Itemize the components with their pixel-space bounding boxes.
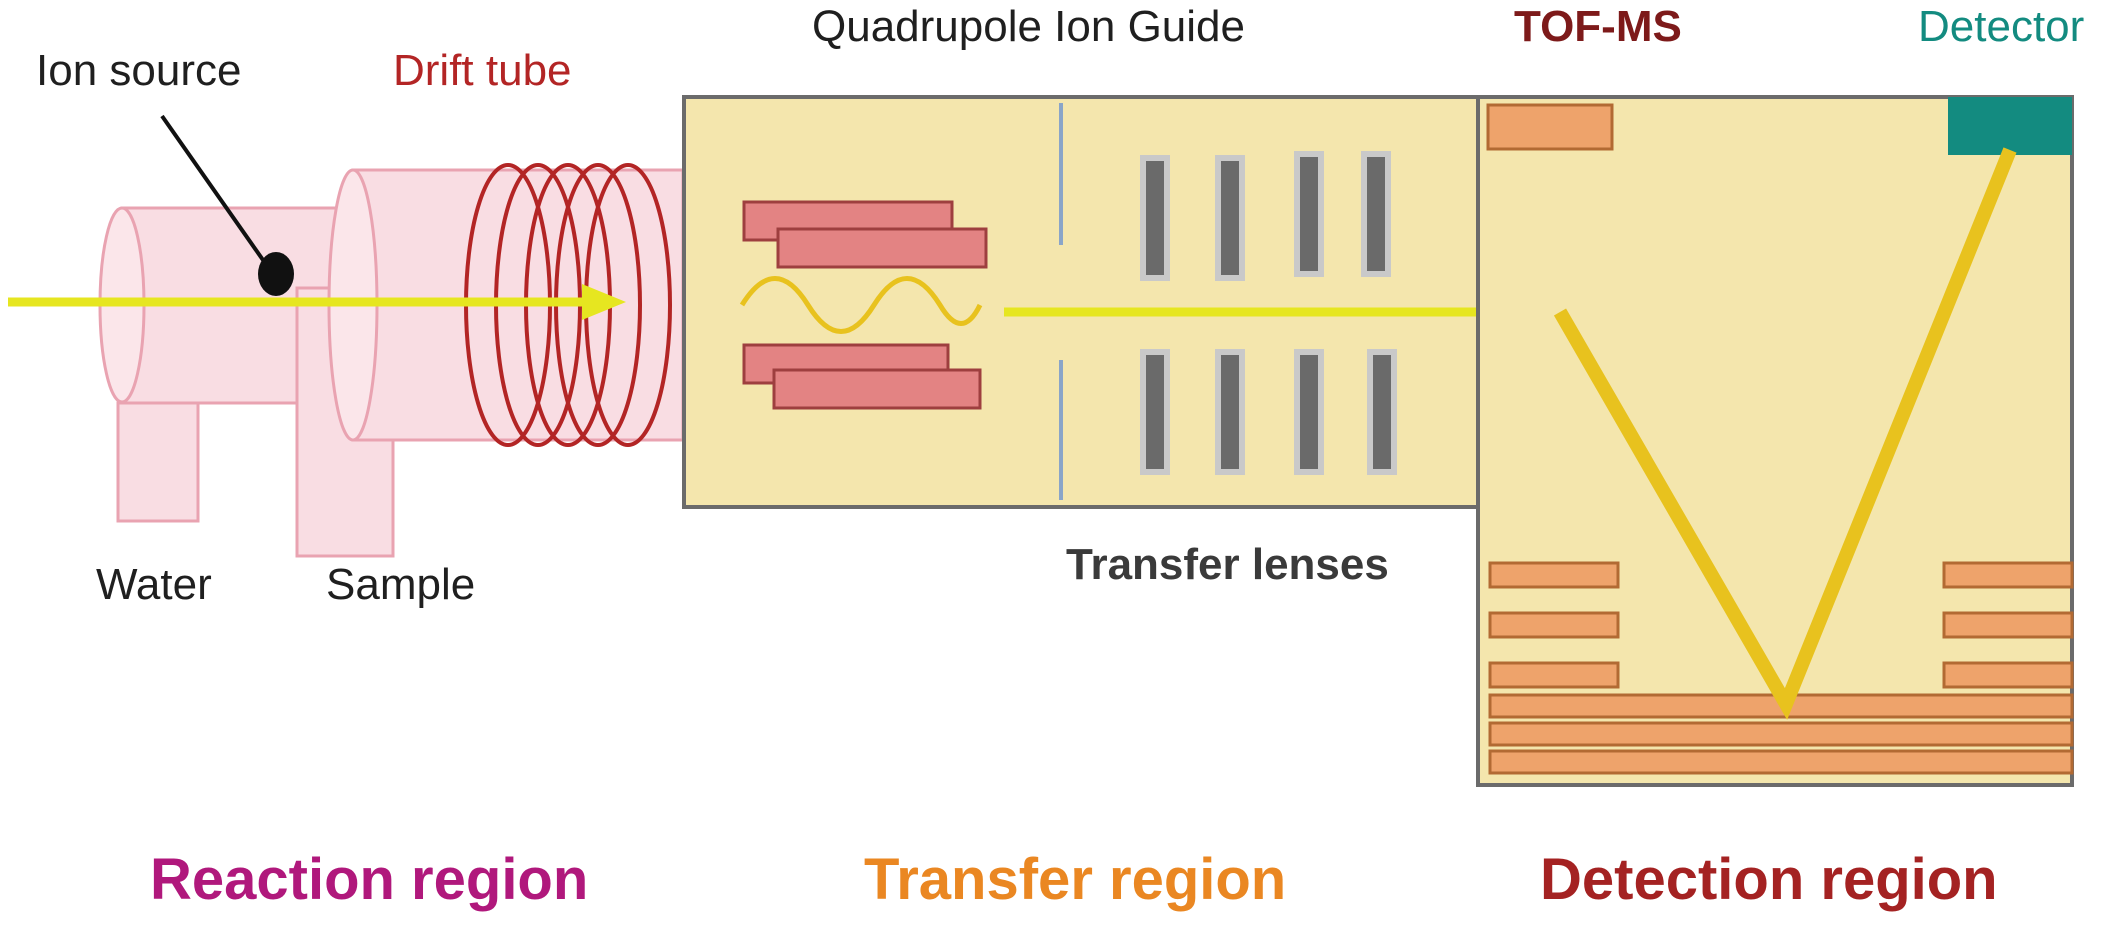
quadrupole-chamber [682, 95, 1480, 509]
ion-source-label: Ion source [36, 46, 242, 95]
detector-label: Detector [1918, 2, 2085, 51]
transfer-region-label: Transfer region [864, 847, 1287, 912]
quadrupole-label: Quadrupole Ion Guide [812, 2, 1245, 51]
detection-region-label: Detection region [1540, 847, 1998, 912]
tof-ms-label: TOF-MS [1514, 2, 1682, 51]
water-label: Water [96, 560, 212, 609]
transfer-lenses-label: Transfer lenses [1066, 540, 1389, 589]
drift-tube [295, 168, 685, 558]
ion-beam-reaction [8, 284, 626, 320]
ion-source-pointer [160, 114, 294, 296]
ion-oscillation-path [739, 276, 983, 334]
transfer-lenses [1140, 151, 1397, 475]
sample-label: Sample [326, 560, 476, 609]
reaction-region-label: Reaction region [150, 847, 589, 912]
drift-tube-label: Drift tube [393, 46, 572, 95]
tof-flight-path [1553, 147, 2017, 720]
quadrupole-rods [742, 200, 988, 410]
